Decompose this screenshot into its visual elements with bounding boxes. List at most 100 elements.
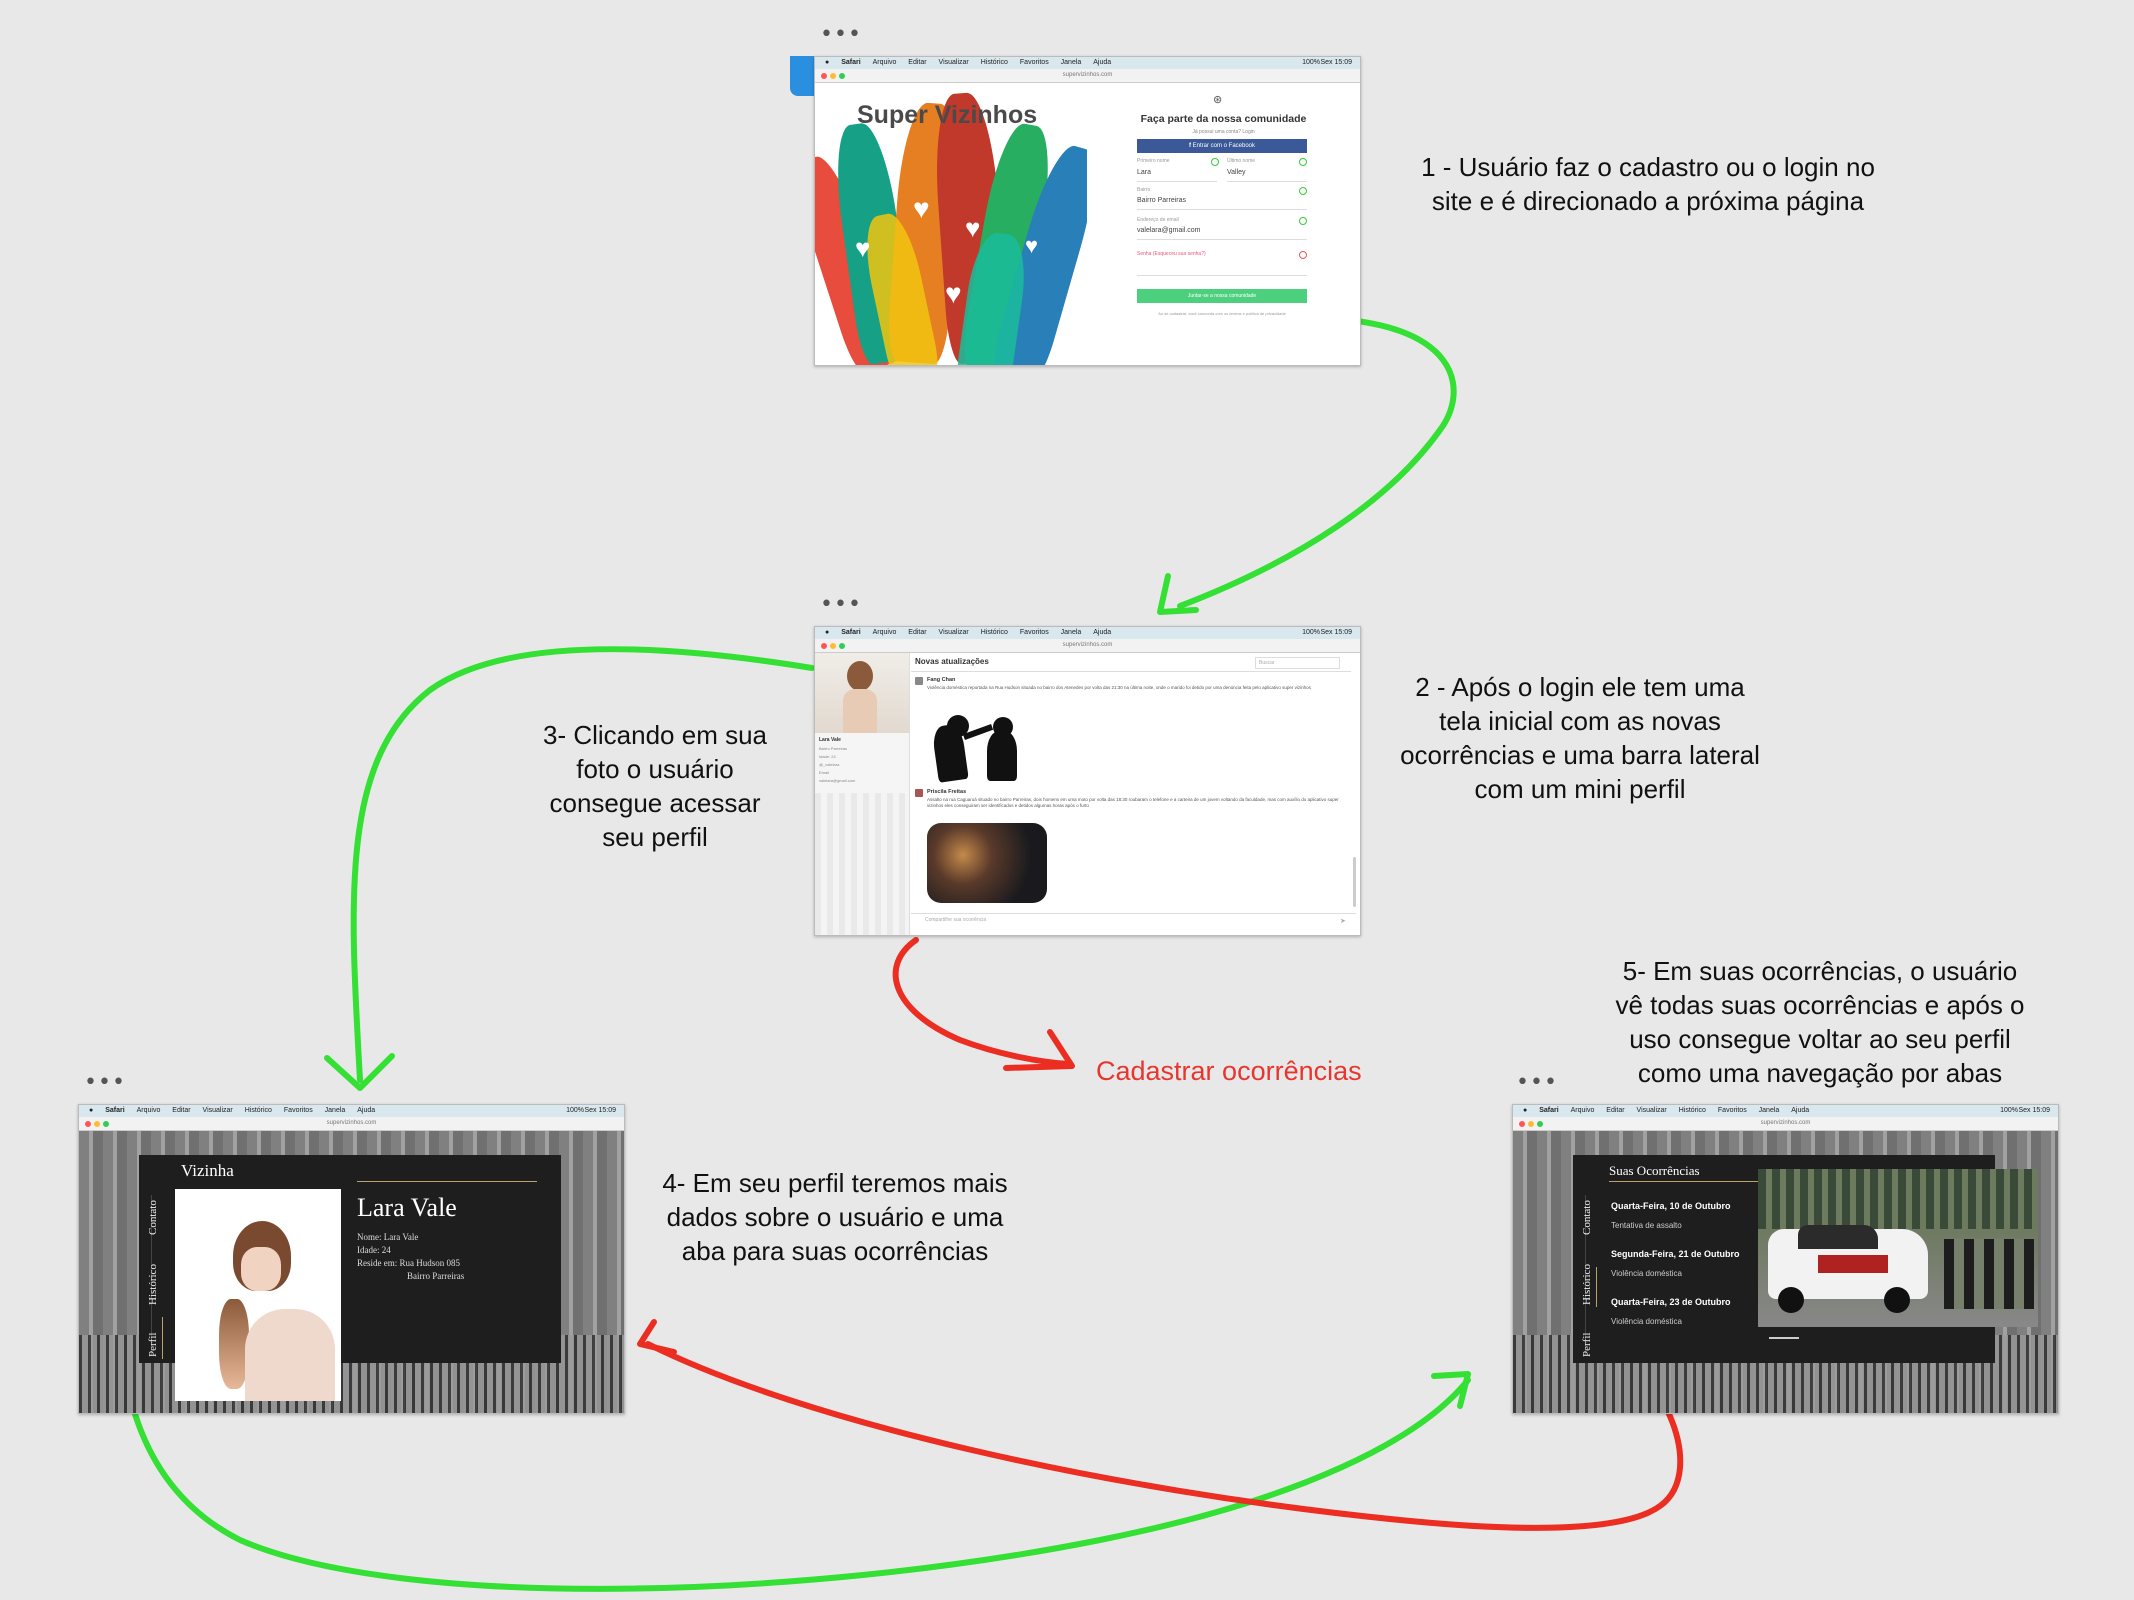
artboard-menu-icon[interactable]: ••• <box>84 1070 126 1095</box>
menu-item[interactable]: Favoritos <box>1019 59 1049 66</box>
battery-status: 100% <box>566 1107 584 1114</box>
close-window-icon[interactable] <box>1519 1121 1525 1127</box>
minimize-window-icon[interactable] <box>1528 1121 1534 1127</box>
valid-check-icon <box>1211 158 1219 166</box>
join-community-button[interactable]: Juntar-se a nossa comunidade <box>1137 289 1307 303</box>
menu-item[interactable]: Histórico <box>1678 1107 1706 1114</box>
send-icon[interactable]: ➤ <box>1340 918 1346 925</box>
menu-item[interactable]: Visualizar <box>938 629 969 636</box>
artboard-menu-icon[interactable]: ••• <box>820 22 862 47</box>
facebook-login-button[interactable]: f Entrar com o Facebook <box>1137 139 1307 153</box>
carousel-indicator[interactable] <box>1769 1337 1799 1339</box>
mac-menu-bar: ● Safari Arquivo Editar Visualizar Histó… <box>815 627 1360 639</box>
menu-item[interactable]: Favoritos <box>1717 1107 1747 1114</box>
menu-item[interactable]: Ajuda <box>1093 629 1112 636</box>
police-car-photo <box>1758 1169 2038 1327</box>
address-bar[interactable]: supervizinhos.com <box>326 1120 377 1126</box>
heart-icon: ♥ <box>855 233 871 263</box>
neighborhood-field[interactable]: Bairro Parreiras <box>1137 193 1307 210</box>
profile-detail-address: Reside em: Rua Hudson 085 <box>357 1258 460 1268</box>
close-window-icon[interactable] <box>85 1121 91 1127</box>
tab-perfil[interactable]: Perfil <box>1581 1332 1593 1357</box>
minimize-window-icon[interactable] <box>830 73 836 79</box>
menu-item[interactable]: Favoritos <box>1019 629 1049 636</box>
maximize-window-icon[interactable] <box>1537 1121 1543 1127</box>
community-icon: ⊛ <box>1213 94 1223 106</box>
address-bar[interactable]: supervizinhos.com <box>1760 1120 1811 1126</box>
password-field[interactable] <box>1137 259 1307 276</box>
menu-item[interactable]: Arquivo <box>1570 1107 1595 1114</box>
minimize-window-icon[interactable] <box>830 643 836 649</box>
neighborhood-label: Bairro <box>1137 187 1151 193</box>
menu-item[interactable]: Histórico <box>244 1107 272 1114</box>
search-input[interactable]: Buscar <box>1255 657 1340 669</box>
address-bar[interactable]: supervizinhos.com <box>1062 642 1113 648</box>
scrollbar[interactable] <box>1353 857 1356 907</box>
menu-item[interactable]: Arquivo <box>872 629 897 636</box>
artboard-menu-icon[interactable]: ••• <box>1516 1070 1558 1095</box>
menu-item[interactable]: Safari <box>841 59 861 66</box>
step-3-line: consegue acessar <box>549 788 761 818</box>
tab-contato[interactable]: Contato <box>1581 1200 1593 1235</box>
menu-item[interactable]: Arquivo <box>136 1107 161 1114</box>
arrow-feed-to-profile-head <box>324 1053 395 1091</box>
login-link[interactable]: Já possui uma conta? Login <box>1192 129 1255 135</box>
menu-item[interactable]: Visualizar <box>938 59 969 66</box>
user-photo[interactable] <box>815 653 909 733</box>
occurrence-date[interactable]: Quarta-Feira, 23 de Outubro <box>1611 1297 1731 1307</box>
arrow-login-to-feed <box>1177 315 1457 609</box>
occurrence-date[interactable]: Quarta-Feira, 10 de Outubro <box>1611 1201 1731 1211</box>
menu-item[interactable]: Safari <box>105 1107 125 1114</box>
menu-item[interactable]: Histórico <box>980 59 1008 66</box>
tab-historico[interactable]: Histórico <box>1581 1264 1593 1305</box>
maximize-window-icon[interactable] <box>103 1121 109 1127</box>
menu-item[interactable]: Ajuda <box>1791 1107 1810 1114</box>
tab-historico[interactable]: Histórico <box>147 1264 159 1305</box>
profile-detail-neighborhood: Bairro Parreiras <box>407 1271 465 1281</box>
tab-perfil[interactable]: Perfil <box>147 1332 159 1357</box>
menu-item[interactable]: Editar <box>1606 1107 1625 1114</box>
email-field[interactable]: valelara@gmail.com <box>1137 223 1307 240</box>
tab-rail <box>1585 1195 1586 1355</box>
sidebar-detail: Bairro Parreiras <box>819 746 848 751</box>
maximize-window-icon[interactable] <box>839 73 845 79</box>
artboard-menu-icon[interactable]: ••• <box>820 592 862 617</box>
valid-check-icon <box>1299 187 1307 195</box>
menu-item[interactable]: Editar <box>172 1107 191 1114</box>
apple-icon: ● <box>1523 1107 1528 1114</box>
menu-item[interactable]: Janela <box>1758 1107 1780 1114</box>
menu-item[interactable]: Ajuda <box>1093 59 1112 66</box>
share-occurrence-input[interactable]: Compartilhe sua ocorrência <box>925 917 987 923</box>
menu-item[interactable]: Safari <box>1539 1107 1559 1114</box>
close-window-icon[interactable] <box>821 643 827 649</box>
menu-item[interactable]: Ajuda <box>357 1107 376 1114</box>
tab-contato[interactable]: Contato <box>147 1200 159 1235</box>
login-screen: ● Safari Arquivo Editar Visualizar Histó… <box>814 56 1361 366</box>
browser-toolbar: supervizinhos.com <box>815 639 1360 653</box>
browser-toolbar: supervizinhos.com <box>815 69 1360 83</box>
post-author[interactable]: Fang Chan <box>927 677 956 683</box>
step-5-note: 5- Em suas ocorrências, o usuário vê tod… <box>1570 954 2070 1090</box>
occurrences-title: Suas Ocorrências <box>1609 1163 1700 1178</box>
post-author[interactable]: Priscila Freitas <box>927 789 967 795</box>
profile-role: Vizinha <box>181 1161 234 1180</box>
menu-item[interactable]: Janela <box>324 1107 346 1114</box>
menu-item[interactable]: Histórico <box>980 629 1008 636</box>
maximize-window-icon[interactable] <box>839 643 845 649</box>
first-name-field[interactable]: Lara <box>1137 165 1217 182</box>
menu-item[interactable]: Safari <box>841 629 861 636</box>
address-bar[interactable]: supervizinhos.com <box>1062 72 1113 78</box>
menu-item[interactable]: Visualizar <box>202 1107 233 1114</box>
menu-item[interactable]: Janela <box>1060 59 1082 66</box>
menu-item[interactable]: Visualizar <box>1636 1107 1667 1114</box>
occurrence-date[interactable]: Segunda-Feira, 21 de Outubro <box>1611 1249 1740 1259</box>
menu-item[interactable]: Arquivo <box>872 59 897 66</box>
close-window-icon[interactable] <box>821 73 827 79</box>
last-name-field[interactable]: Valley <box>1227 165 1307 182</box>
menu-item[interactable]: Editar <box>908 629 927 636</box>
menu-item[interactable]: Editar <box>908 59 927 66</box>
minimize-window-icon[interactable] <box>94 1121 100 1127</box>
artboard-selection-handle[interactable] <box>790 56 816 96</box>
menu-item[interactable]: Janela <box>1060 629 1082 636</box>
menu-item[interactable]: Favoritos <box>283 1107 313 1114</box>
